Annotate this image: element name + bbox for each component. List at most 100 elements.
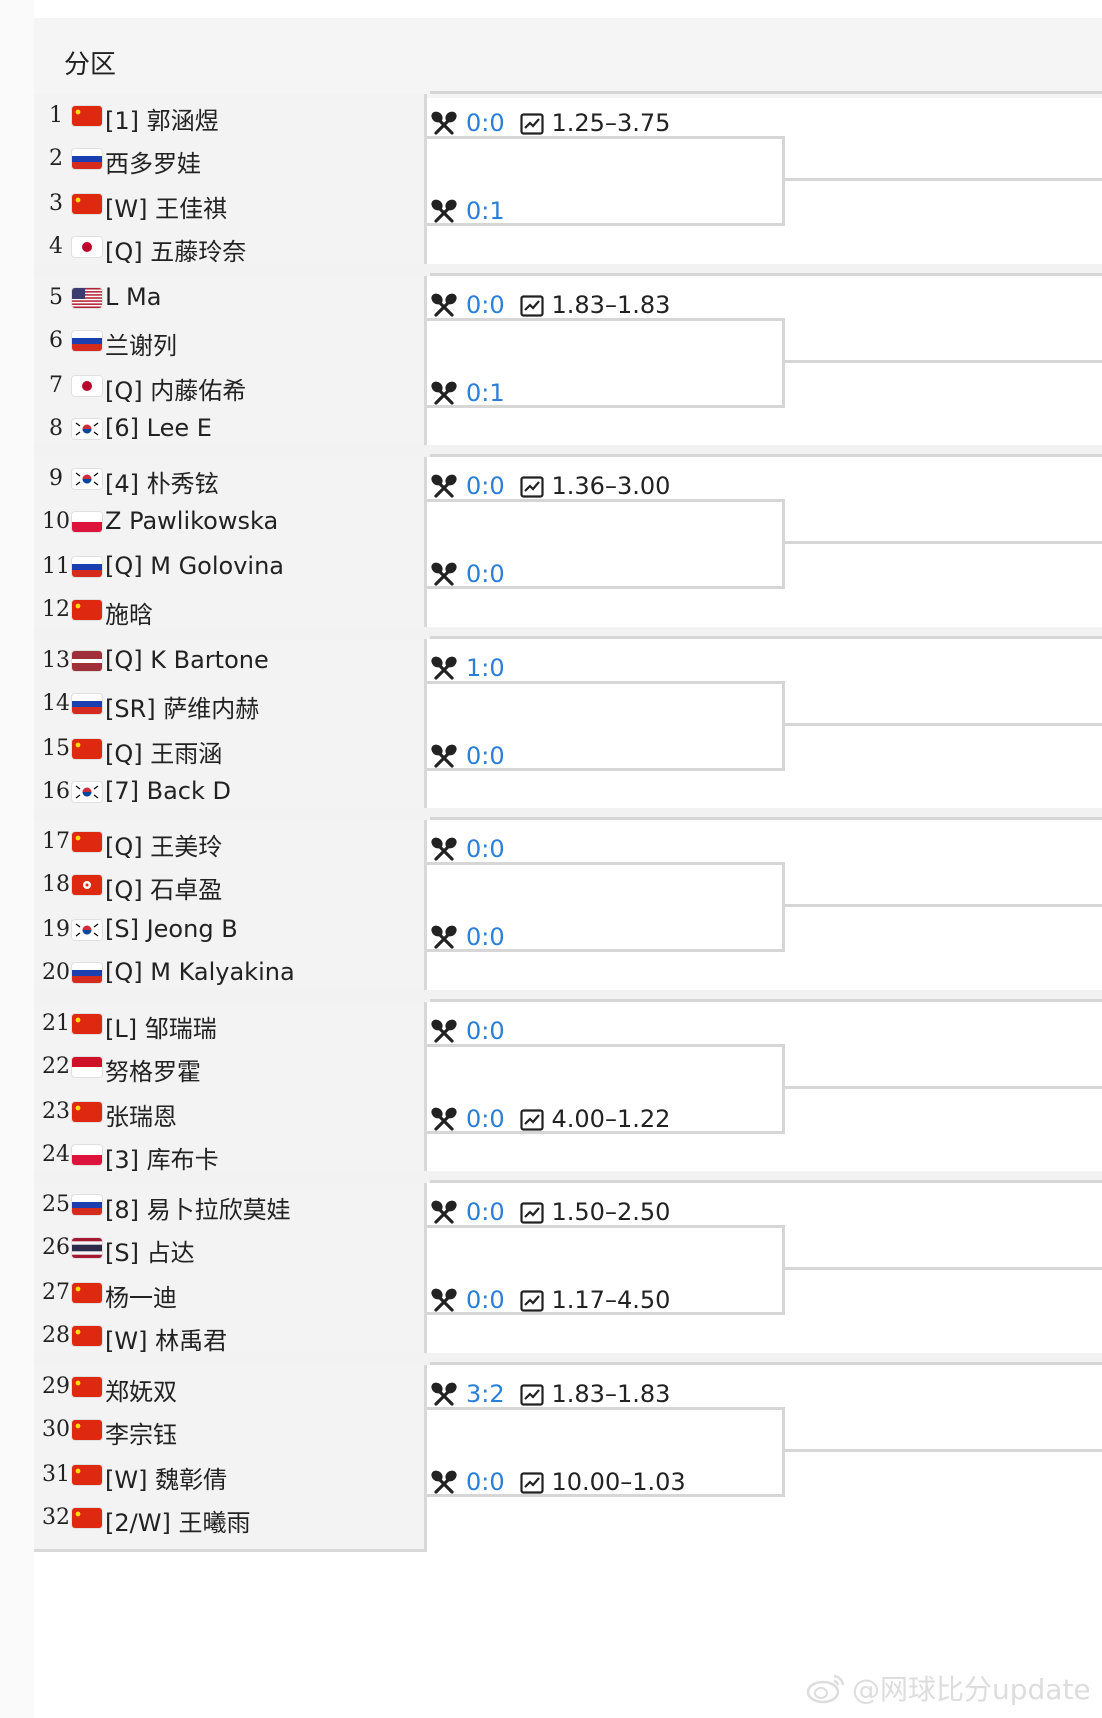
player-row[interactable]: 5 L Ma [34,277,424,323]
player-row[interactable]: 11 [Q] M Golovina [34,546,424,592]
bracket-line [430,91,1102,94]
player-name[interactable]: [W] 魏彰倩 [105,1465,228,1494]
head-to-head-link[interactable]: 0:0 [466,741,505,770]
player-name[interactable]: [Q] 王美玲 [105,833,223,861]
betting-odds: 10.00–1.03 [551,1467,686,1496]
head-to-head-link[interactable]: 0:0 [466,1104,505,1133]
draw-position: 20 [42,960,70,985]
player-row[interactable]: 4[Q] 五藤玲奈 [34,226,424,272]
player-name[interactable]: [1] 郭涵煜 [105,107,219,135]
player-name[interactable]: [8] 易卜拉欣莫娃 [105,1196,291,1224]
player-row[interactable]: 16[7] Back D [34,771,424,817]
player-name[interactable]: [S] 占达 [105,1239,195,1267]
player-name[interactable]: [3] 库布卡 [105,1145,219,1174]
head-to-head-link[interactable]: 0:0 [466,290,505,319]
head-to-head-link[interactable]: 3:2 [466,1379,505,1408]
player-name[interactable]: 杨一迪 [105,1284,177,1312]
head-to-head-link[interactable]: 0:0 [466,1286,505,1314]
head-to-head-link[interactable]: 0:0 [466,835,505,863]
player-row[interactable]: 8[6] Lee E [34,408,424,454]
player-row[interactable]: 23 张瑞恩 [34,1091,424,1137]
player-row[interactable]: 9[4] 朴秀铉 [34,458,424,504]
draw-position: 2 [49,146,63,171]
player-row[interactable]: 15[Q] 王雨涵 [34,728,424,774]
player-row[interactable]: 32 [2/W] 王曦雨 [34,1497,424,1543]
head-to-head-link[interactable]: 0:0 [466,1016,505,1045]
player-row[interactable]: 19[S] Jeong B [34,909,424,955]
player-row[interactable]: 24[3] 库布卡 [34,1134,424,1180]
player-row[interactable]: 28[W] 林禹君 [34,1315,424,1361]
player-name[interactable]: [Q] 石卓盈 [105,876,223,904]
player-name[interactable]: [4] 朴秀铉 [105,470,219,498]
player-name[interactable]: [2/W] 王曦雨 [105,1508,251,1537]
head-to-head-link[interactable]: 0:0 [466,1198,505,1226]
betting-odds: 4.00–1.22 [551,1104,671,1133]
head-to-head-link[interactable]: 0:1 [466,378,505,407]
player-row[interactable]: 10 Z Pawlikowska [34,501,424,547]
player-row[interactable]: 26[S] 占达 [34,1227,424,1273]
player-row[interactable]: 25 [8] 易卜拉欣莫娃 [34,1184,424,1230]
player-name[interactable]: Z Pawlikowska [105,507,279,535]
player-name[interactable]: [SR] 萨维内赫 [105,694,260,723]
player-row[interactable]: 2 西多罗娃 [34,138,424,184]
player-row[interactable]: 18[Q] 石卓盈 [34,864,424,910]
player-row[interactable]: 12 施晗 [34,589,424,635]
player-row[interactable]: 17[Q] 王美玲 [34,821,424,867]
player-name[interactable]: L Ma [105,282,162,311]
betting-odds: 1.83–1.83 [551,1379,671,1408]
next-round-line [782,1448,1102,1452]
crossed-rackets-icon [431,1382,457,1406]
head-to-head-link[interactable]: 0:0 [466,472,505,500]
crossed-rackets-icon [431,1288,457,1312]
player-name[interactable]: 郑妩双 [105,1377,177,1406]
head-to-head-link[interactable]: 0:0 [466,923,505,951]
draw-position: 32 [42,1504,70,1530]
bracket-connector [426,1225,785,1315]
player-row[interactable]: 3[W] 王佳祺 [34,183,424,229]
player-name[interactable]: [W] 王佳祺 [105,195,228,223]
player-row[interactable]: 29 郑妩双 [34,1366,424,1412]
head-to-head-link[interactable]: 1:0 [466,653,505,682]
head-to-head-link[interactable]: 0:0 [466,109,505,137]
crossed-rackets-icon [431,656,457,680]
player-name[interactable]: [S] Jeong B [105,915,238,943]
player-row[interactable]: 22 努格罗霍 [34,1046,424,1092]
player-row[interactable]: 27 杨一迪 [34,1272,424,1318]
player-name[interactable]: 兰谢列 [105,331,177,360]
player-name[interactable]: 施晗 [105,601,153,629]
player-name[interactable]: 努格罗霍 [105,1057,201,1086]
player-name[interactable]: [Q] 内藤佑希 [105,376,247,405]
draw-position: 7 [49,372,63,398]
player-name[interactable]: [Q] 五藤玲奈 [105,238,247,266]
player-name[interactable]: 西多罗娃 [105,150,201,178]
draw-position: 11 [42,554,70,579]
player-row[interactable]: 13[Q] K Bartone [34,640,424,686]
draw-position: 25 [42,1192,70,1217]
flag-cn-icon [72,1283,102,1303]
player-row[interactable]: 6 兰谢列 [34,320,424,366]
draw-position: 22 [42,1053,70,1079]
player-name[interactable]: [Q] K Bartone [105,645,269,674]
player-name[interactable]: 李宗钰 [105,1420,177,1449]
crossed-rackets-icon [431,381,457,405]
head-to-head-link[interactable]: 0:1 [466,197,505,225]
player-name[interactable]: 张瑞恩 [105,1102,177,1131]
player-row[interactable]: 30 李宗钰 [34,1409,424,1455]
player-row[interactable]: 1[1] 郭涵煜 [34,95,424,141]
player-row[interactable]: 20 [Q] M Kalyakina [34,952,424,998]
player-name[interactable]: [W] 林禹君 [105,1327,228,1355]
player-name[interactable]: [6] Lee E [105,413,212,442]
player-name[interactable]: [Q] 王雨涵 [105,739,223,768]
player-row[interactable]: 7 [Q] 内藤佑希 [34,365,424,411]
player-name[interactable]: [Q] M Golovina [105,552,285,580]
player-name[interactable]: [Q] M Kalyakina [105,958,295,986]
player-row[interactable]: 14[SR] 萨维内赫 [34,683,424,729]
player-name[interactable]: [L] 邹瑞瑞 [105,1014,217,1043]
head-to-head-link[interactable]: 0:0 [466,1467,505,1496]
player-row[interactable]: 21[L] 邹瑞瑞 [34,1003,424,1049]
crossed-rackets-icon [431,1470,457,1494]
head-to-head-link[interactable]: 0:0 [466,560,505,588]
player-name[interactable]: [7] Back D [105,776,231,805]
player-row[interactable]: 31[W] 魏彰倩 [34,1454,424,1500]
